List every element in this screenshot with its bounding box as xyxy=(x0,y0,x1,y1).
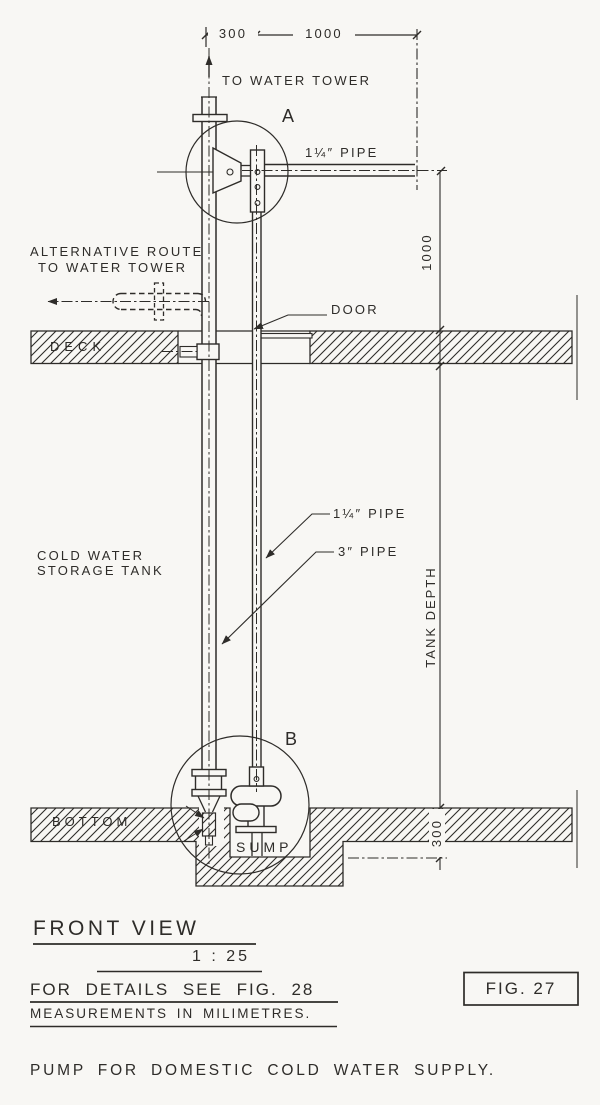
label-pipe-125-mid: 1¼″ PIPE xyxy=(333,506,407,521)
dim-tank-depth: TANK DEPTH xyxy=(422,566,438,668)
label-bottom: BOTTOM xyxy=(52,814,132,829)
label-detail-a: A xyxy=(282,106,296,126)
dim-300-bottom: 300 xyxy=(429,809,445,857)
pump-base-flange xyxy=(235,825,277,834)
label-to-water-tower: TO WATER TOWER xyxy=(222,73,372,88)
support-bracket xyxy=(249,149,266,213)
deck-structure xyxy=(30,330,573,365)
fig-number: FIG. 27 xyxy=(485,979,557,998)
label-alt-route-1: ALTERNATIVE ROUTE xyxy=(30,244,204,259)
centerlines xyxy=(162,48,447,864)
fig-number-box xyxy=(463,971,579,1006)
detail-circle-a xyxy=(185,120,289,224)
pipe-3-leader xyxy=(221,551,334,645)
label-pipe-3-mid: 3″ PIPE xyxy=(338,544,399,559)
label-alt-route-2: TO WATER TOWER xyxy=(38,260,188,275)
detail-a-fitting xyxy=(157,146,266,213)
dim-1000-top: 1000 xyxy=(293,26,355,42)
view-scale: 1 : 25 xyxy=(192,948,251,965)
label-sump: SUMP xyxy=(236,839,293,855)
dim-1000-right: 1000 xyxy=(418,233,434,271)
detail-circles xyxy=(170,120,310,875)
top-flange xyxy=(192,113,228,123)
label-cold-water-2: STORAGE TANK xyxy=(37,563,164,578)
pump-suction-elbow xyxy=(232,803,260,822)
label-cold-water-1: COLD WATER xyxy=(37,548,145,563)
label-pipe-125-top: 1¼″ PIPE xyxy=(305,145,379,160)
alt-route-pipe xyxy=(47,282,209,321)
units-note: MEASUREMENTS IN MILIMETRES. xyxy=(30,1006,312,1021)
door-leader xyxy=(253,314,327,330)
detail-circle-b xyxy=(170,735,310,875)
label-deck: DECK xyxy=(50,339,107,354)
right-dimension-line xyxy=(435,166,446,870)
label-detail-b: B xyxy=(285,729,299,749)
dashed-flange xyxy=(153,282,165,321)
pipe-125-leader xyxy=(265,513,330,559)
leader-lines xyxy=(221,314,334,645)
drawing-caption: PUMP FOR DOMESTIC COLD WATER SUPPLY. xyxy=(30,1062,496,1079)
view-title: FRONT VIEW xyxy=(33,917,200,940)
details-note: FOR DETAILS SEE FIG. 28 xyxy=(30,980,315,999)
door-leaf xyxy=(252,332,313,339)
titleblock-lines xyxy=(30,943,579,1028)
label-door: DOOR xyxy=(331,302,379,317)
dim-300-top: 300 xyxy=(208,26,258,42)
